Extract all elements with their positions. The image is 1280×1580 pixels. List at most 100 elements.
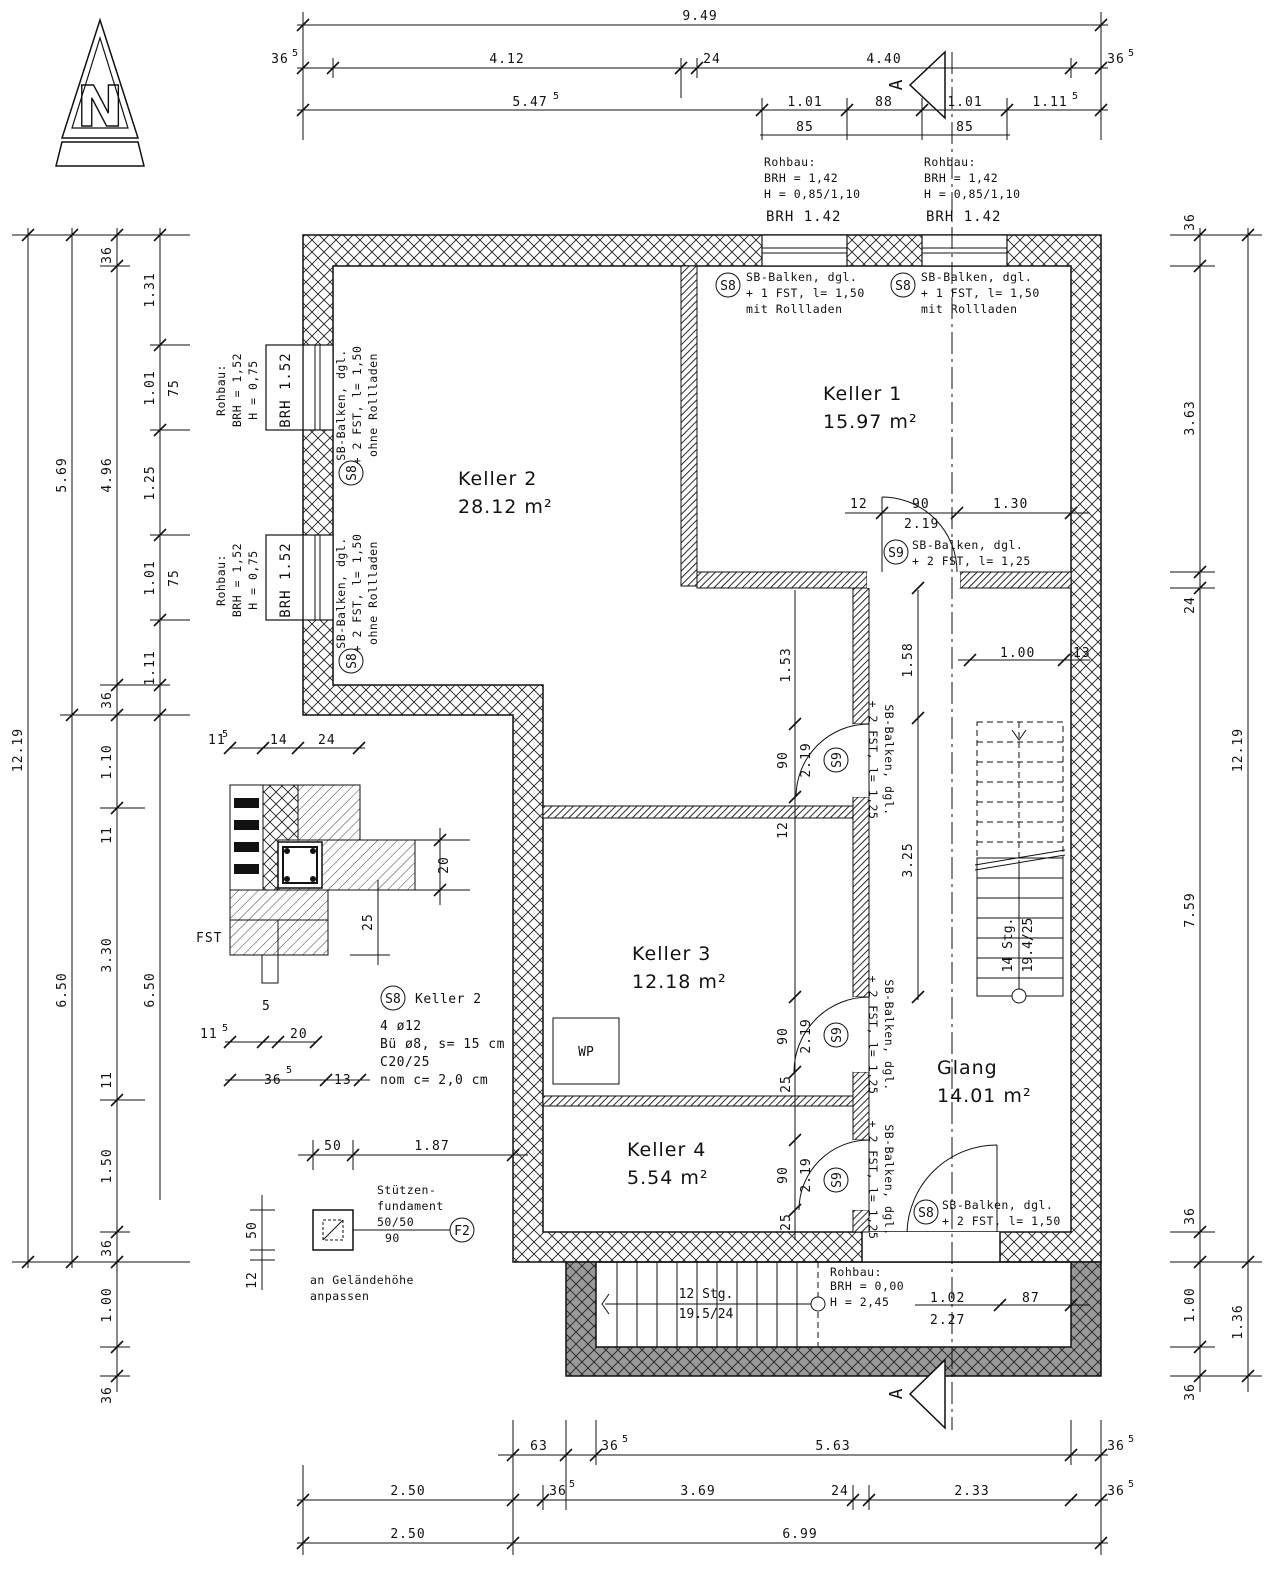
dim-right: 36	[1183, 213, 1198, 231]
dim-bottom: 63	[530, 1439, 548, 1454]
dim-right: 1.36	[1231, 1304, 1246, 1339]
dim-left: 75	[167, 379, 182, 397]
beam-line: SB-Balken, dgl.	[942, 1198, 1053, 1212]
dim-left: 1.25	[143, 465, 158, 500]
detail-dim: 24	[318, 733, 336, 748]
room-keller1-name: Keller 1	[823, 383, 902, 405]
room-keller4-area: 5.54 m²	[627, 1167, 708, 1189]
dim-top-r3-4: 1.11	[1032, 95, 1067, 110]
outer-stair-ratio: 19.5/24	[679, 1307, 734, 1322]
dim-top-r3-3: 1.01	[947, 95, 982, 110]
dim-right: 3.63	[1183, 400, 1198, 435]
room-keller2-area: 28.12 m²	[458, 496, 553, 518]
dim-inner: 2.19	[799, 1157, 814, 1192]
dim-left: 1.01	[143, 370, 158, 405]
spec-title: Keller 2	[415, 992, 482, 1007]
beam-line: SB-Balken, dgl.	[912, 538, 1023, 552]
room-keller2-name: Keller 2	[458, 468, 537, 490]
dim-inner: 1.02	[930, 1291, 965, 1306]
dim-inner: 13	[1073, 646, 1091, 661]
tag-s8: S8	[895, 279, 911, 294]
dim-bottom: 36	[601, 1439, 619, 1454]
room-labels: Keller 1 15.97 m² Keller 2 28.12 m² Kell…	[458, 383, 1032, 1189]
room-keller3-name: Keller 3	[632, 943, 711, 965]
dim-right: 24	[1183, 596, 1198, 614]
dim-bottom: 36	[549, 1484, 567, 1499]
tag-s8: S8	[720, 279, 736, 294]
note-line: BRH = 1,52	[230, 543, 244, 617]
detail-dim: 11	[200, 1027, 218, 1042]
note-line: Rohbau:	[764, 155, 816, 169]
spec-line: Bü ø8, s= 15 cm	[380, 1037, 505, 1052]
dim-inner: 90	[776, 751, 791, 769]
beam-line: + 2 FST, l= 1,50	[350, 534, 364, 653]
detail-fst: FST	[196, 931, 222, 946]
detail-dim: 14	[270, 733, 288, 748]
note-line: Rohbau:	[924, 155, 976, 169]
dim-left: 1.31	[143, 272, 158, 307]
tag-s9: S9	[830, 1172, 845, 1188]
beam-line: mit Rollladen	[746, 302, 843, 316]
beam-line: + 1 FST, l= 1,50	[921, 286, 1040, 300]
spec-line: C20/25	[380, 1055, 430, 1070]
dim-left-total: 12.19	[11, 728, 26, 772]
section-tag-top: A	[886, 79, 907, 90]
beam-line: + 2 FST, l= 1,25	[866, 701, 880, 820]
entrance-note: Rohbau: BRH = 0,00 H = 2,45	[830, 1265, 904, 1309]
beam-line: + 1 FST, l= 1,50	[746, 286, 865, 300]
detail-dim: 25	[361, 913, 376, 931]
note-line: H = 0,75	[246, 360, 260, 419]
dim-inner: 1.58	[901, 642, 916, 677]
beam-line: SB-Balken, dgl.	[882, 979, 896, 1090]
footing-dim: 1.87	[414, 1139, 449, 1154]
north-letter: N	[77, 75, 124, 140]
dim-bottom: 2.33	[954, 1484, 989, 1499]
sup-mark: 5	[622, 1434, 628, 1445]
sup-mark: 5	[1128, 1434, 1134, 1445]
dim-left: 11	[100, 826, 115, 844]
footing-dim: 50	[245, 1221, 260, 1239]
brh-label: BRH 1.42	[926, 209, 1001, 225]
spec-line: 4 ø12	[380, 1019, 422, 1034]
dim-left: 1.00	[100, 1287, 115, 1322]
beam-line: SB-Balken, dgl.	[921, 270, 1032, 284]
dim-bottom: 24	[831, 1484, 849, 1499]
dim-left: 4.96	[100, 457, 115, 492]
note-line: H = 2,45	[830, 1295, 889, 1309]
section-tag-bottom: A	[886, 1388, 907, 1399]
sup-mark: 5	[292, 48, 298, 59]
dim-top-r4-0: 85	[796, 120, 814, 135]
beam-line: SB-Balken, dgl.	[334, 349, 348, 460]
dim-left: 36	[100, 1239, 115, 1257]
dim-left: 1.01	[143, 560, 158, 595]
dim-bottom: 36	[1107, 1439, 1125, 1454]
north-arrow-icon: N	[55, 17, 145, 167]
terrain-note: anpassen	[310, 1289, 369, 1303]
footing-dim: 50	[324, 1139, 342, 1154]
tag-s8: S8	[345, 465, 360, 481]
dim-top-r4-1: 85	[956, 120, 974, 135]
sup-mark: 5	[1128, 1479, 1134, 1490]
beam-line: + 2 FST, l= 1,25	[866, 976, 880, 1095]
note-line: BRH = 1,42	[764, 171, 838, 185]
sup-mark: 5	[222, 1023, 228, 1034]
footing-note: Stützen-	[377, 1183, 436, 1197]
dim-left: 36	[100, 246, 115, 264]
room-glang-area: 14.01 m²	[937, 1085, 1032, 1107]
note-line: Rohbau:	[214, 364, 228, 416]
tag-s8: S8	[385, 992, 401, 1007]
dim-bottom: 36	[1107, 1484, 1125, 1499]
inner-dimensions: 12 90 1.30 2.19 1.53 1.58 1.00 13 90 2.1…	[776, 497, 1091, 1328]
note-line: H = 0,85/1,10	[924, 187, 1021, 201]
dim-bottom: 5.63	[815, 1439, 850, 1454]
beam-line: SB-Balken, dgl.	[334, 537, 348, 648]
dim-bottom: 2.50	[390, 1484, 425, 1499]
beam-line: ohne Rollladen	[366, 541, 380, 645]
tag-s9: S9	[888, 546, 904, 561]
sup-mark: 5	[553, 91, 559, 102]
dim-bottom: 3.69	[680, 1484, 715, 1499]
dim-inner: 90	[776, 1027, 791, 1045]
footing-note: fundament	[377, 1199, 444, 1213]
tag-s9: S9	[830, 1027, 845, 1043]
beam-notes-left: S8 SB-Balken, dgl. + 2 FST, l= 1,50 ohne…	[334, 346, 380, 674]
